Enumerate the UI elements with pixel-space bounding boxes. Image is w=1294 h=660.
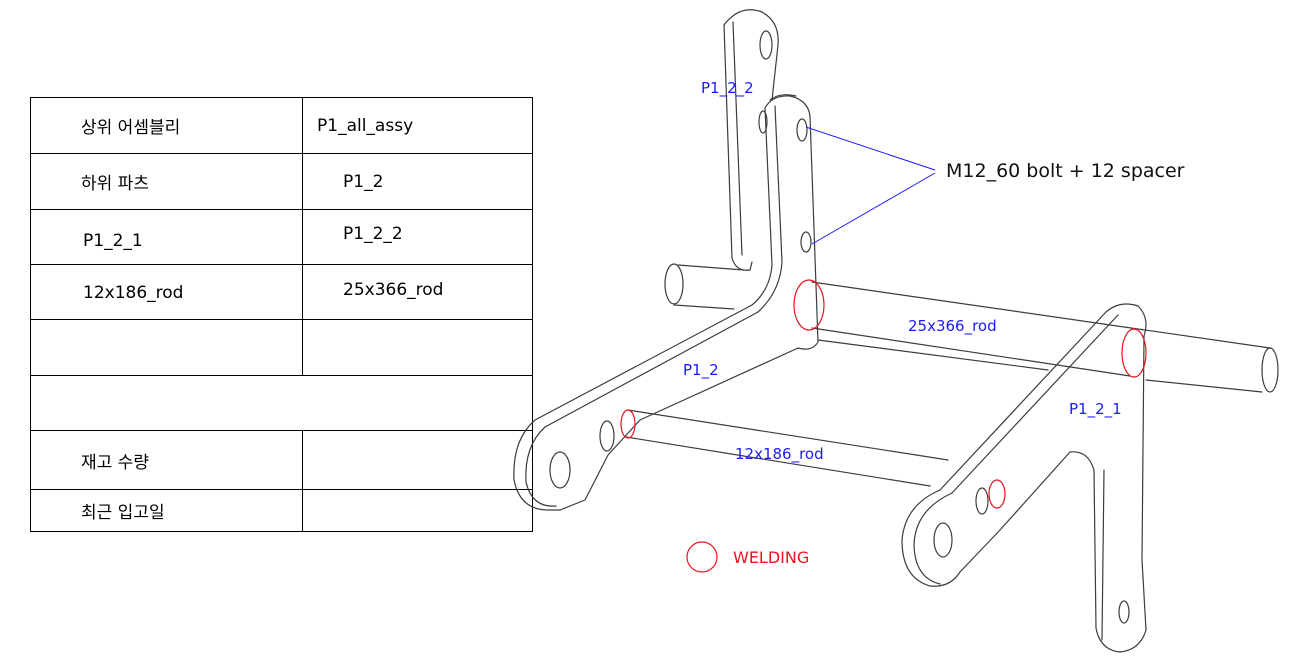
table-row	[30, 375, 533, 431]
table-row: 상위 어셈블리 P1_all_assy	[30, 97, 533, 154]
part-p1-2-2	[723, 9, 779, 271]
stock-qty-value	[302, 430, 533, 490]
rod-25x366-front	[811, 281, 1279, 393]
empty-merged-cell	[30, 375, 533, 431]
upper-assembly-value: P1_all_assy	[302, 97, 533, 154]
part-p1-2-1	[901, 303, 1147, 653]
welding-legend: WELDING	[686, 541, 809, 573]
table-row: P1_2_1 P1_2_2	[30, 209, 533, 265]
weld-mark	[1121, 328, 1147, 378]
upper-assembly-label: 상위 어셈블리	[30, 97, 303, 154]
table-row	[30, 319, 533, 376]
rod-1: 12x186_rod	[30, 264, 303, 320]
table-row: 재고 수량	[30, 430, 533, 490]
last-receipt-value	[302, 489, 533, 532]
welding-legend-symbol	[686, 541, 718, 573]
label-rod-12: 12x186_rod	[735, 445, 824, 464]
label-rod-25: 25x366_rod	[908, 317, 997, 336]
rod-2: 25x366_rod	[302, 264, 533, 320]
last-receipt-label: 최근 입고일	[30, 489, 303, 532]
rod-25x366-back	[664, 263, 745, 310]
part-labels: P1_2_2 P1_2 25x366_rod 12x186_rod P1_2_1	[683, 79, 1122, 464]
welding-legend-label: WELDING	[733, 548, 809, 567]
weld-mark	[988, 479, 1006, 509]
sub-part-2: P1_2_2	[302, 209, 533, 265]
table-row: 12x186_rod 25x366_rod	[30, 264, 533, 320]
label-p1-2-1: P1_2_1	[1069, 400, 1122, 419]
weld-mark	[620, 409, 636, 439]
label-p1-2: P1_2	[683, 361, 719, 380]
rod-12x186	[625, 409, 949, 487]
weld-marks	[620, 279, 1147, 509]
part-p1-2	[513, 94, 819, 511]
callout-leader-lines	[805, 126, 936, 245]
empty-cell	[30, 319, 303, 376]
bolt-callout: M12_60 bolt + 12 spacer	[946, 160, 1185, 182]
sub-part-value: P1_2	[302, 153, 533, 210]
table-row: 하위 파츠 P1_2	[30, 153, 533, 210]
empty-cell	[302, 319, 533, 376]
stock-qty-label: 재고 수량	[30, 430, 303, 490]
table-row: 최근 입고일	[30, 489, 533, 532]
part-info-table: 상위 어셈블리 P1_all_assy 하위 파츠 P1_2 P1_2_1 P1…	[30, 97, 533, 532]
label-p1-2-2: P1_2_2	[701, 79, 754, 98]
weld-mark	[793, 279, 825, 331]
